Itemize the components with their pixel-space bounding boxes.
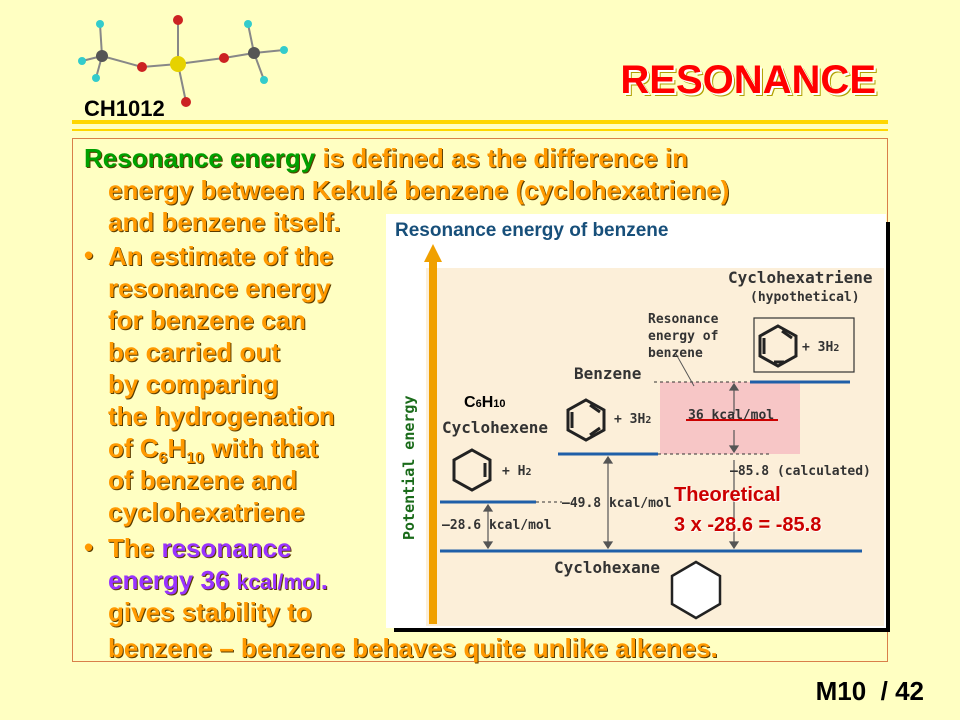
definition-line-1: Resonance energy is defined as the diffe… <box>84 143 688 173</box>
resonance-label: benzene <box>648 346 703 361</box>
theoretical-label: Theoretical <box>674 484 781 506</box>
calculated-label: –85.8 (calculated) <box>730 464 871 479</box>
resonance-label: energy of <box>648 329 719 344</box>
resonance-energy-region <box>660 382 800 454</box>
cyclohexatriene-label: Cyclohexatriene <box>728 268 873 287</box>
title-rule-thin <box>72 129 888 131</box>
energy-diagram: Resonance energy of benzene Potential en… <box>386 214 886 628</box>
molecule-logo-icon <box>78 15 288 107</box>
hydrogen-label: + 3H2 <box>614 412 652 427</box>
resonance-energy-term: Resonance energy <box>84 143 316 173</box>
definition-line-3: and benzene itself. <box>108 207 341 237</box>
bullet-marker: • <box>84 532 94 562</box>
cyclohexene-label: Cyclohexene <box>442 418 548 437</box>
benzene-label: Benzene <box>574 364 642 383</box>
figure-shadow <box>394 626 890 632</box>
hypothetical-label: (hypothetical) <box>750 290 860 305</box>
bullet-1-line: for benzene can <box>108 305 306 335</box>
slide-number: M10 / 42 <box>815 676 924 706</box>
cyclohexene-energy-label: –28.6 kcal/mol <box>442 518 552 533</box>
bullet-1-line: of benzene and <box>108 465 298 495</box>
bullet-1-line: by comparing <box>108 369 279 399</box>
title-rule <box>72 120 888 124</box>
bullet-1-line: be carried out <box>108 337 280 367</box>
bullet-2-line-2: energy 36 kcal/mol. <box>108 565 328 595</box>
figure-title: Resonance energy of benzene <box>395 220 669 241</box>
bullet-1-line: the hydrogenation <box>108 401 335 431</box>
bullet-1-line: resonance energy <box>108 273 331 303</box>
hydrogen-label: + 3H2 <box>802 340 840 355</box>
bullet-1-line: An estimate of the <box>108 241 334 271</box>
c6h10-formula: C6H10 <box>464 394 506 411</box>
definition-line-2: energy between Kekulé benzene (cyclohexa… <box>108 175 730 205</box>
course-code: CH1012 <box>84 96 165 121</box>
resonance-label: Resonance <box>648 312 719 327</box>
page-title: RESONANCE <box>620 58 876 102</box>
hydrogen-label: + H2 <box>502 464 532 479</box>
benzene-energy-label: –49.8 kcal/mol <box>562 496 672 511</box>
resonance-highlight: resonance <box>161 533 292 563</box>
bullet-marker: • <box>84 240 94 270</box>
y-axis-label: Potential energy <box>400 395 418 541</box>
figure-shadow <box>884 222 890 632</box>
energy-diagram-graphics <box>424 244 884 626</box>
bullet-2-line-3: gives stability to <box>108 597 312 627</box>
theoretical-calculation: 3 x -28.6 = -85.8 <box>674 514 822 536</box>
bullet-1-formula-line: of C6H10 with that <box>108 433 319 467</box>
bullet-1-line: cyclohexatriene <box>108 497 305 527</box>
cyclohexane-label: Cyclohexane <box>554 558 660 577</box>
bullet-2-line-1: The resonance <box>108 533 292 563</box>
bullet-2-line-4: benzene – benzene behaves quite unlike a… <box>108 633 718 663</box>
resonance-energy-value: 36 kcal/mol <box>688 408 775 423</box>
